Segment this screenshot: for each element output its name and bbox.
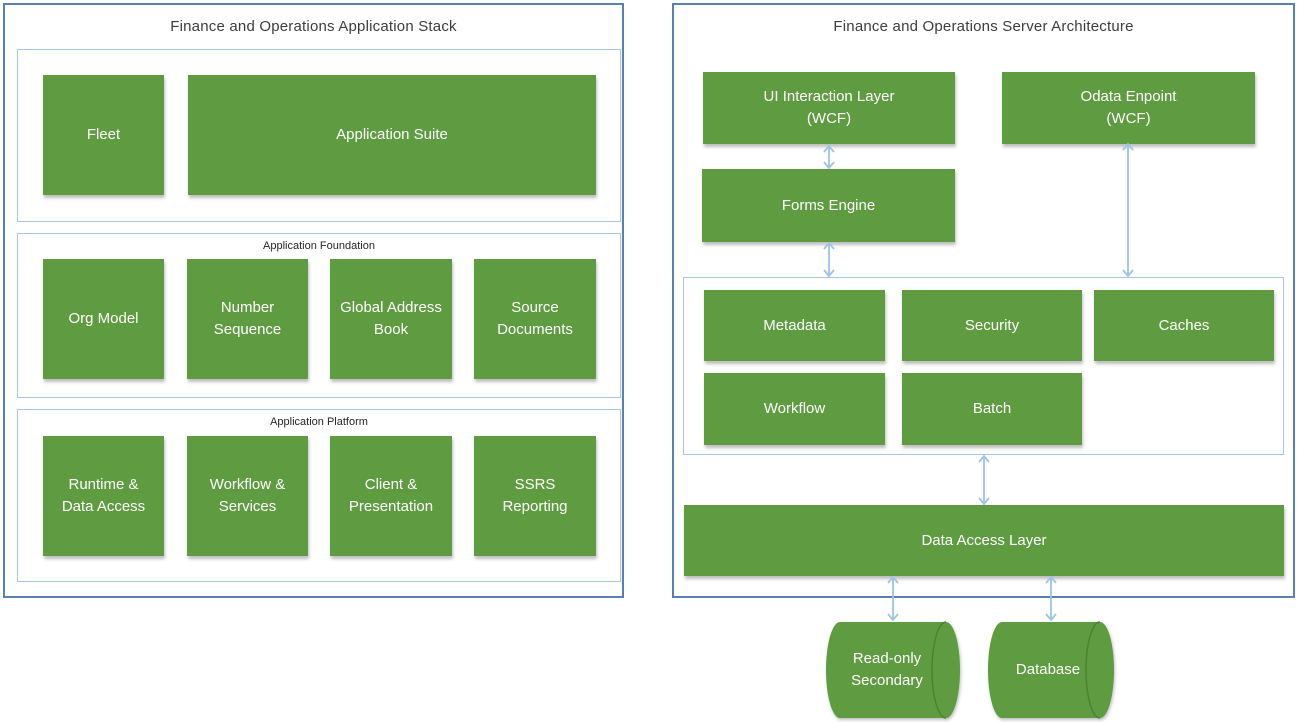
ssrs-reporting-box: SSRS Reporting — [474, 436, 596, 556]
forms-engine-box: Forms Engine — [702, 169, 955, 242]
security-box: Security — [902, 290, 1082, 361]
source-documents-box: Source Documents — [474, 259, 596, 379]
ui-interaction-layer-box: UI Interaction Layer (WCF) — [703, 72, 955, 144]
ui-interaction-layer-line2: (WCF) — [806, 110, 852, 127]
application-platform-label: Application Platform — [270, 416, 368, 428]
odata-endpoint-box: Odata Enpoint (WCF) — [1002, 72, 1255, 144]
readonly-line1: Read-only — [852, 650, 922, 668]
batch-box: Batch — [902, 373, 1082, 445]
odata-endpoint-line1: Odata Enpoint — [1080, 88, 1177, 106]
top-section: Fleet Application Suite — [17, 49, 621, 222]
services-group-container: Metadata Security Caches Workflow Batch — [683, 277, 1284, 455]
database-label: Database — [996, 622, 1100, 718]
metadata-box: Metadata — [704, 290, 885, 361]
readonly-line2: Secondary — [851, 672, 923, 689]
fleet-box: Fleet — [43, 75, 164, 195]
data-access-layer-box: Data Access Layer — [684, 505, 1284, 576]
ui-interaction-layer-line1: UI Interaction Layer — [763, 88, 895, 106]
caches-box: Caches — [1094, 290, 1274, 361]
runtime-data-access-box: Runtime & Data Access — [43, 436, 164, 556]
number-sequence-box: Number Sequence — [187, 259, 308, 379]
application-foundation-section: Application Foundation Org Model Number … — [17, 233, 621, 398]
org-model-box: Org Model — [43, 259, 164, 379]
workflow-box: Workflow — [704, 373, 885, 445]
database-text: Database — [1015, 661, 1081, 679]
application-suite-box: Application Suite — [188, 75, 596, 195]
global-address-book-box: Global Address Book — [330, 259, 452, 379]
application-stack-title: Finance and Operations Application Stack — [170, 18, 457, 35]
application-platform-section: Application Platform Runtime & Data Acce… — [17, 409, 621, 582]
client-presentation-box: Client & Presentation — [330, 436, 452, 556]
readonly-secondary-label: Read-only Secondary — [832, 622, 942, 718]
workflow-services-box: Workflow & Services — [187, 436, 308, 556]
server-architecture-title: Finance and Operations Server Architectu… — [833, 18, 1134, 35]
application-foundation-label: Application Foundation — [263, 240, 375, 252]
application-stack-panel: Finance and Operations Application Stack… — [3, 3, 624, 598]
odata-endpoint-line2: (WCF) — [1106, 110, 1151, 127]
